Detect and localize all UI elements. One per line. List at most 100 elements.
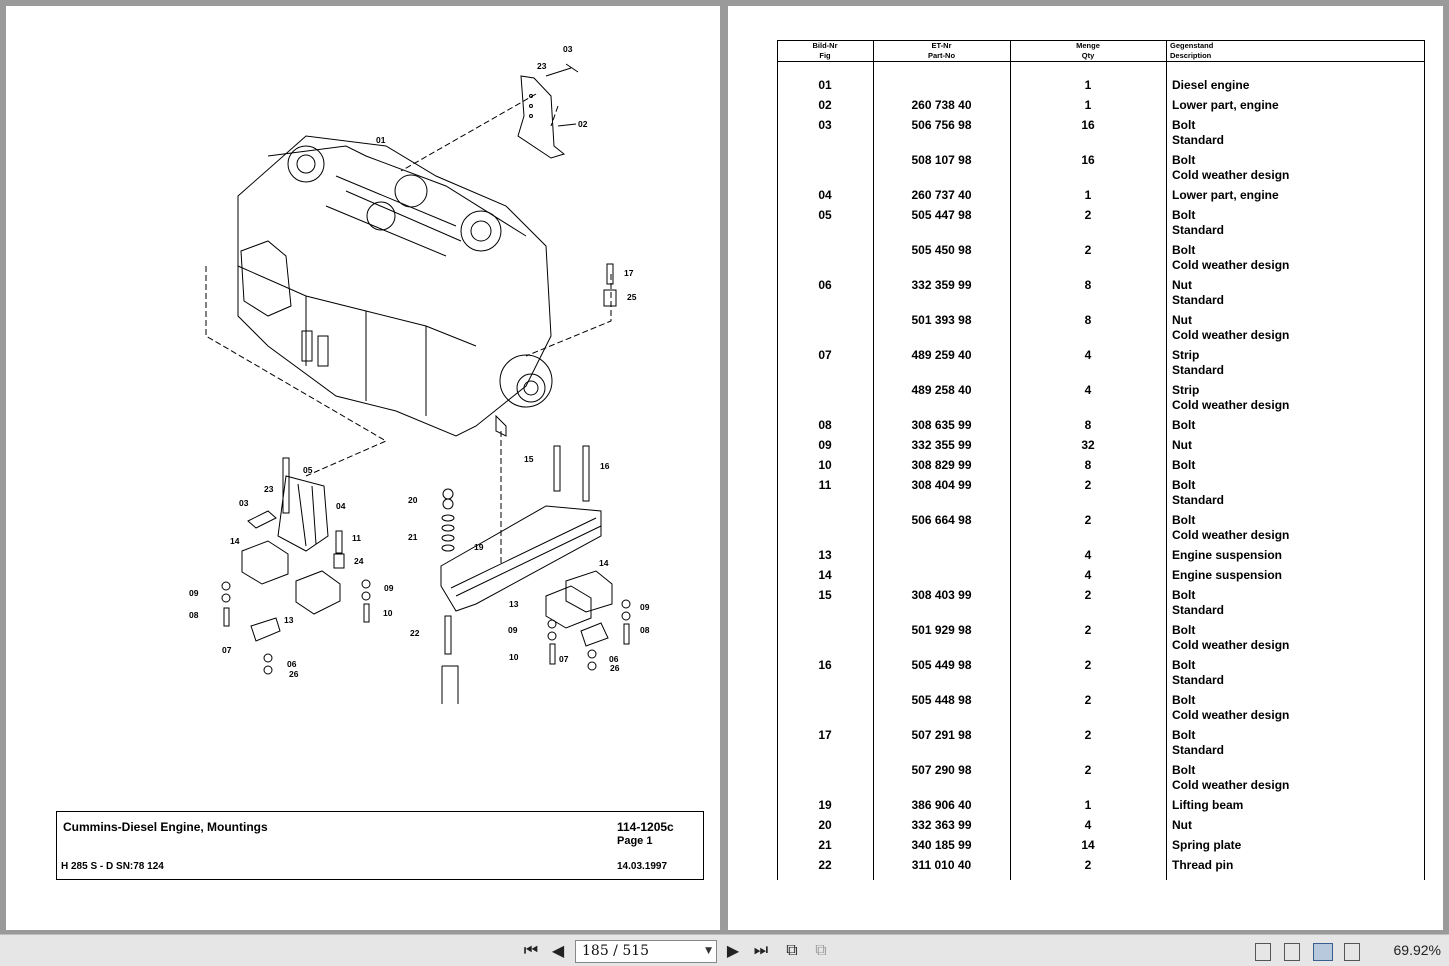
description-cell: Bolt [1172,658,1196,672]
description-subline: Standard [1172,133,1225,147]
part-number-cell: 505 447 98 [911,208,972,222]
qty-cell: 4 [1084,548,1092,562]
part-number-cell: 505 450 98 [911,243,972,257]
part-number-cell: 507 290 98 [911,763,972,777]
fig-cell: 22 [818,858,832,872]
part-number-cell: 308 403 99 [911,588,972,602]
qty-cell: 16 [1081,153,1095,167]
callout: 22 [410,628,420,638]
fig-cell: 15 [818,588,832,602]
fig-cell: 13 [818,548,832,562]
header-part-en: Part-No [927,51,956,60]
qty-cell: 2 [1084,243,1092,257]
qty-cell: 1 [1084,798,1092,812]
description-cell: Lower part, engine [1172,98,1279,112]
qty-cell: 32 [1081,438,1095,452]
model-serial: H 285 S - D SN:78 124 [61,861,164,872]
header-qty: Menge Qty [1010,41,1166,61]
document-number: 114-1205c [617,820,674,834]
part-number-cell: 308 829 99 [911,458,972,472]
callout: 11 [352,533,361,543]
parts-table: Bild-Nr Fig ET-Nr Part-No Menge Qty Gege… [777,40,1425,880]
callout: 23 [537,61,547,71]
description-cell: Lifting beam [1172,798,1244,812]
description-cell: Bolt [1172,763,1196,777]
callout: 10 [509,652,519,662]
title-block: Cummins-Diesel Engine, Mountings 114-120… [56,811,704,880]
qty-cell: 2 [1084,658,1092,672]
prev-page-icon[interactable]: ◀ [551,943,565,960]
description-cell: Strip [1172,383,1200,397]
next-page-icon[interactable]: ▶ [726,943,740,960]
callout: 08 [640,625,650,635]
header-fig-en: Fig [819,51,831,60]
part-number-cell: 506 664 98 [911,513,972,527]
part-number-cell: 489 259 40 [911,348,972,362]
first-page-icon[interactable]: ⏮ [523,942,539,959]
header-desc-en: Description [1170,51,1212,60]
description-subline: Standard [1172,603,1225,617]
fig-cell: 01 [818,78,832,92]
header-fig: Bild-Nr Fig [777,41,873,61]
callout: 13 [509,599,519,609]
description-subline: Cold weather design [1172,708,1290,722]
continuous-icon[interactable] [1284,943,1300,961]
page-right: Bild-Nr Fig ET-Nr Part-No Menge Qty Gege… [728,6,1443,930]
description-subline: Cold weather design [1172,328,1290,342]
fig-cell: 10 [818,458,832,472]
description-subline: Standard [1172,293,1225,307]
description-cell: Bolt [1172,693,1196,707]
header-desc-de: Gegenstand [1170,41,1214,50]
description-cell: Bolt [1172,513,1196,527]
description-subline: Standard [1172,743,1225,757]
part-number-cell: 260 738 40 [911,98,972,112]
chevron-down-icon[interactable]: ▼ [705,946,712,956]
description-cell: Thread pin [1172,858,1234,872]
callout: 21 [408,532,418,542]
callout: 10 [383,608,393,618]
part-number-cell: 308 635 99 [911,418,972,432]
description-cell: Nut [1172,818,1192,832]
col-line [1010,40,1011,880]
qty-cell: 2 [1084,728,1092,742]
qty-cell: 2 [1084,478,1092,492]
fig-cell: 11 [818,478,832,492]
page-number-input[interactable]: 185 / 515 ▼ [575,940,717,963]
callout: 19 [474,542,484,552]
two-page-icon[interactable] [1313,943,1333,961]
part-number-cell: 340 185 99 [911,838,972,852]
two-page-continuous-icon[interactable] [1344,943,1360,961]
fig-cell: 09 [818,438,832,452]
document-date: 14.03.1997 [617,861,668,872]
callout: 01 [376,135,386,145]
part-number-cell: 332 359 99 [911,278,972,292]
qty-cell: 16 [1081,118,1095,132]
qty-cell: 2 [1084,623,1092,637]
go-back-icon[interactable]: ⧉ [786,942,798,959]
fig-cell: 07 [818,348,832,362]
part-number-cell: 505 448 98 [911,693,972,707]
header-part-de: ET-Nr [931,41,952,50]
callout: 15 [524,454,534,464]
part-number-cell: 501 393 98 [911,313,972,327]
last-page-icon[interactable]: ⏭ [753,942,769,959]
qty-cell: 14 [1081,838,1095,852]
callout: 02 [578,119,588,129]
header-fig-de: Bild-Nr [812,41,838,50]
fig-cell: 21 [818,838,832,852]
callout: 13 [284,615,294,625]
part-number-cell: 260 737 40 [911,188,972,202]
qty-cell: 4 [1084,818,1092,832]
zoom-level[interactable]: 69.92% [1393,942,1441,958]
description-subline: Standard [1172,363,1225,377]
fig-cell: 03 [818,118,832,132]
exploded-diagram: 01 02 03 23 17 25 05 23 04 03 14 11 24 0… [189,44,650,704]
description-cell: Bolt [1172,208,1196,222]
fig-cell: 17 [818,728,832,742]
fig-cell: 04 [818,188,832,202]
go-forward-icon[interactable]: ⧉ [815,942,827,959]
page-left: 01 02 03 23 17 25 05 23 04 03 14 11 24 0… [6,6,720,930]
description-subline: Cold weather design [1172,398,1290,412]
single-page-icon[interactable] [1255,943,1271,961]
part-number-cell: 386 906 40 [911,798,972,812]
